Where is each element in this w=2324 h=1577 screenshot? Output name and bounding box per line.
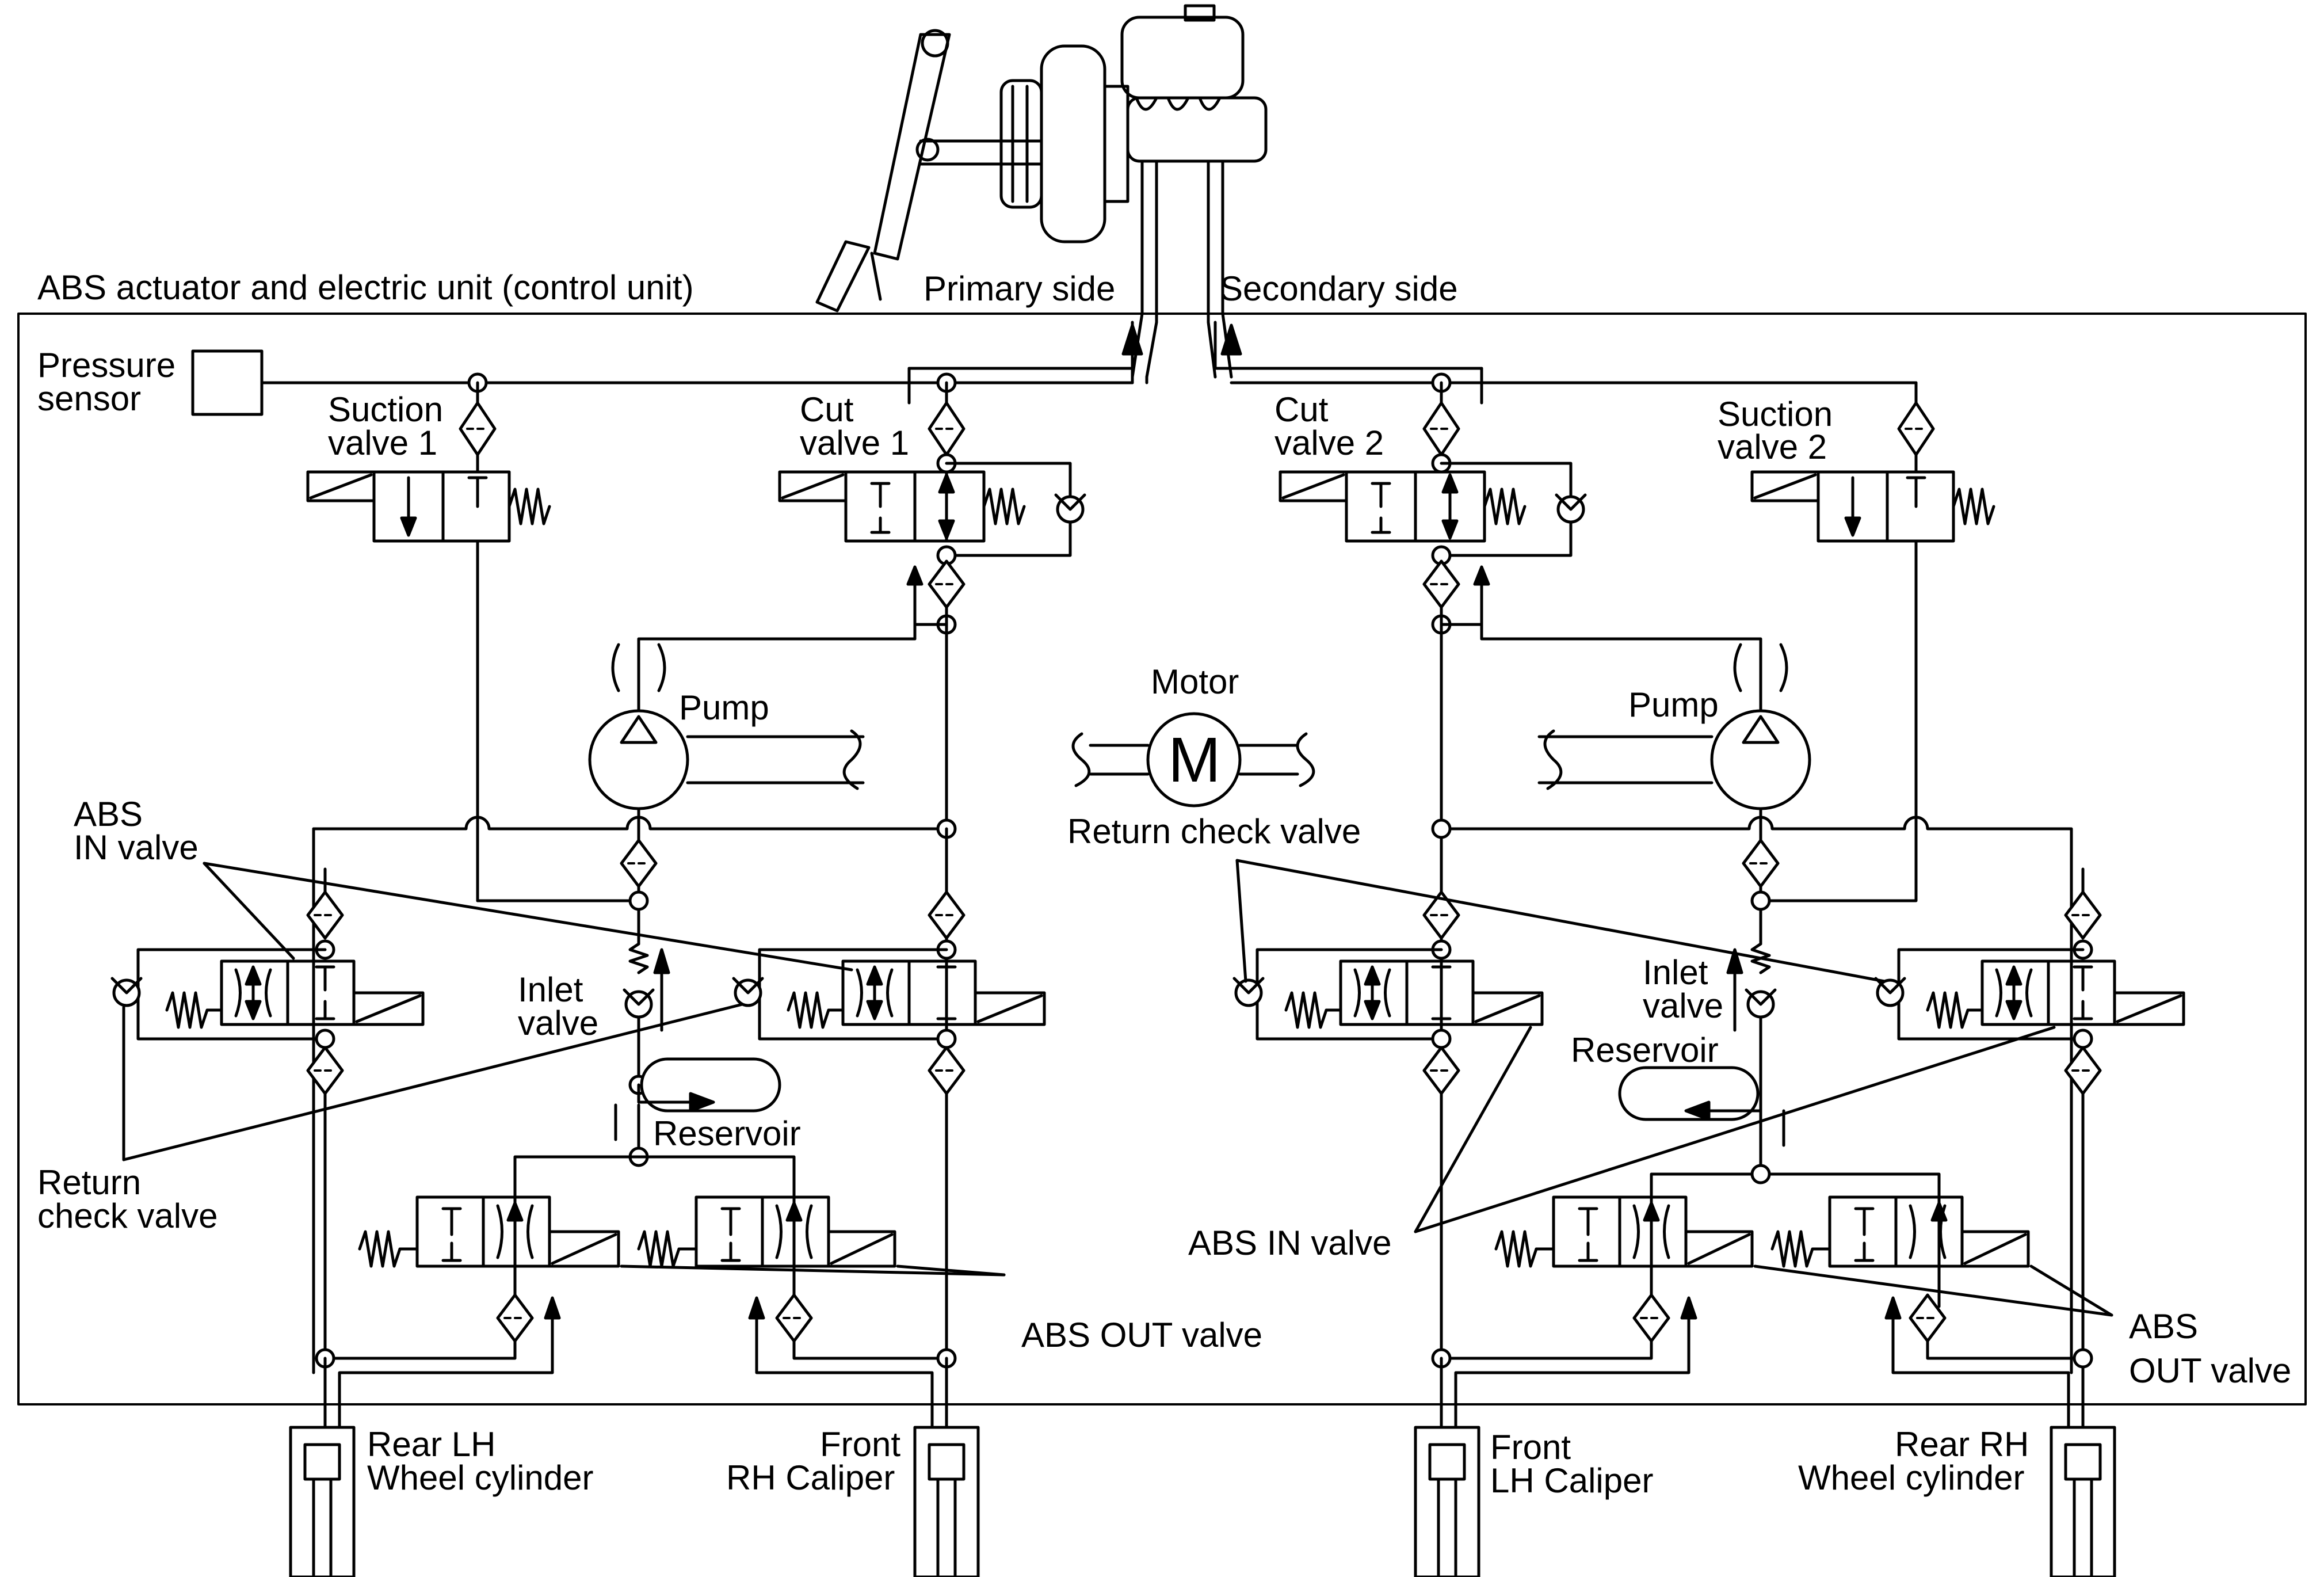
reservoir-left-label: Reservoir (653, 1114, 801, 1153)
rear-rh-label: Rear RH (1895, 1425, 2029, 1464)
front-lh-caliper[interactable] (1414, 1414, 1480, 1577)
pump-right[interactable] (1440, 623, 1811, 831)
master-cylinder-assembly (815, 4, 1268, 379)
abs-out-valve-front-lh[interactable] (1440, 1195, 1754, 1418)
secondary-side-label: Secondary side (1220, 269, 1458, 308)
abs-out-valve-right-label: ABS (2129, 1307, 2198, 1346)
reservoir-left[interactable] (614, 1057, 781, 1167)
motor[interactable] (1071, 712, 1315, 807)
suction-valve-2-label: Suction (1718, 395, 1833, 433)
front-rh-caliper[interactable] (913, 1414, 980, 1577)
top-pipework (191, 321, 1918, 416)
front-lh-label: Front (1490, 1428, 1571, 1466)
cut-valve-1[interactable] (778, 381, 1086, 1374)
abs-in-valve-left-label-2: IN valve (74, 828, 199, 867)
abs-out-valve-rear-rh[interactable] (1770, 1195, 2085, 1418)
cut-valve-2-label-2: valve 2 (1274, 424, 1384, 462)
suction-valve-1[interactable] (306, 381, 551, 902)
pedal-pivot (921, 29, 949, 58)
inlet-valve-left-label-2: valve (518, 1004, 598, 1042)
suction-valve-1-label: Suction (328, 390, 443, 429)
front-rh-label: Front (820, 1425, 900, 1464)
push-rod-pin (915, 138, 940, 162)
pressure-sensor-label: Pressure (37, 346, 175, 384)
pedal-pad (815, 240, 871, 313)
abs-in-valve-rear-lh[interactable] (110, 867, 425, 1374)
secondary-circuit (1232, 381, 2185, 1418)
motor-label: Motor (1151, 662, 1239, 701)
cut-valve-2-label: Cut (1274, 390, 1329, 429)
front-lh-label-2: LH Caliper (1490, 1461, 1653, 1500)
primary-side-label: Primary side (924, 269, 1115, 308)
unit-title: ABS actuator and electric unit (control … (37, 268, 694, 307)
suction-valve-1-label-2: valve 1 (328, 424, 437, 462)
inlet-valve-right-label: Inlet (1643, 953, 1708, 992)
pressure-sensor-box (191, 349, 264, 416)
suction-valve-2[interactable] (1750, 381, 1995, 831)
control-unit-enclosure (17, 313, 2307, 1405)
rear-rh-wheel-cylinder[interactable] (2050, 1414, 2116, 1577)
reservoir-cap (1184, 4, 1216, 22)
inlet-valve-right[interactable] (1726, 908, 1777, 1176)
pump-left-label: Pump (679, 688, 769, 727)
abs-out-valve-rear-lh[interactable] (323, 1195, 620, 1418)
rear-lh-label: Rear LH (367, 1425, 495, 1464)
front-rh-label-2: RH Caliper (726, 1458, 895, 1497)
brake-fluid-reservoir (1120, 16, 1245, 100)
reservoir-right[interactable] (1618, 1066, 1785, 1147)
abs-out-valve-front-rh[interactable] (637, 1195, 948, 1418)
abs-in-valve-front-lh[interactable] (1232, 867, 1544, 1095)
cut-valve-2[interactable] (1279, 381, 1587, 1374)
pressure-sensor-label-2: sensor (37, 379, 141, 418)
brake-booster (1040, 44, 1106, 243)
secondary-flow-arrow (1220, 323, 1242, 356)
abs-out-valve-left-label: ABS OUT valve (1021, 1316, 1262, 1354)
cut-valve-1-label-2: valve 1 (800, 424, 909, 462)
rear-rh-label-2: Wheel cylinder (1798, 1458, 2025, 1497)
abs-out-valve-right-label-2: OUT valve (2129, 1351, 2291, 1390)
return-check-valve-left-label-2: check valve (37, 1197, 217, 1235)
inlet-valve-left-label: Inlet (518, 970, 583, 1009)
abs-in-valve-right-label: ABS IN valve (1188, 1224, 1391, 1262)
primary-flow-arrow (1121, 323, 1143, 356)
pump-right-label: Pump (1628, 685, 1719, 724)
leader-lines (122, 859, 2113, 1317)
suction-valve-2-label-2: valve 2 (1718, 428, 1827, 466)
pedal-arm (870, 252, 882, 301)
brake-pedal (873, 33, 951, 261)
labels: ABS actuator and electric unit (control … (37, 268, 2291, 1500)
abs-in-valve-front-rh[interactable] (732, 827, 1046, 1095)
return-check-valve-center-label: Return check valve (1067, 812, 1361, 851)
primary-circuit (110, 381, 1086, 1418)
rear-lh-label-2: Wheel cylinder (367, 1458, 594, 1497)
motor-symbol: M (1168, 725, 1221, 795)
inlet-valve-left[interactable] (623, 908, 670, 1095)
rear-lh-wheel-cylinder[interactable] (289, 1414, 356, 1577)
abs-in-valve-rear-rh[interactable] (1874, 867, 2185, 1418)
cut-valve-1-label: Cut (800, 390, 854, 429)
abs-in-valve-left-label: ABS (74, 795, 143, 833)
return-check-valve-left-label: Return (37, 1163, 141, 1202)
inlet-valve-right-label-2: valve (1643, 986, 1723, 1025)
secondary-outlet-pipe (1207, 159, 1217, 379)
reservoir-right-label: Reservoir (1571, 1031, 1719, 1069)
